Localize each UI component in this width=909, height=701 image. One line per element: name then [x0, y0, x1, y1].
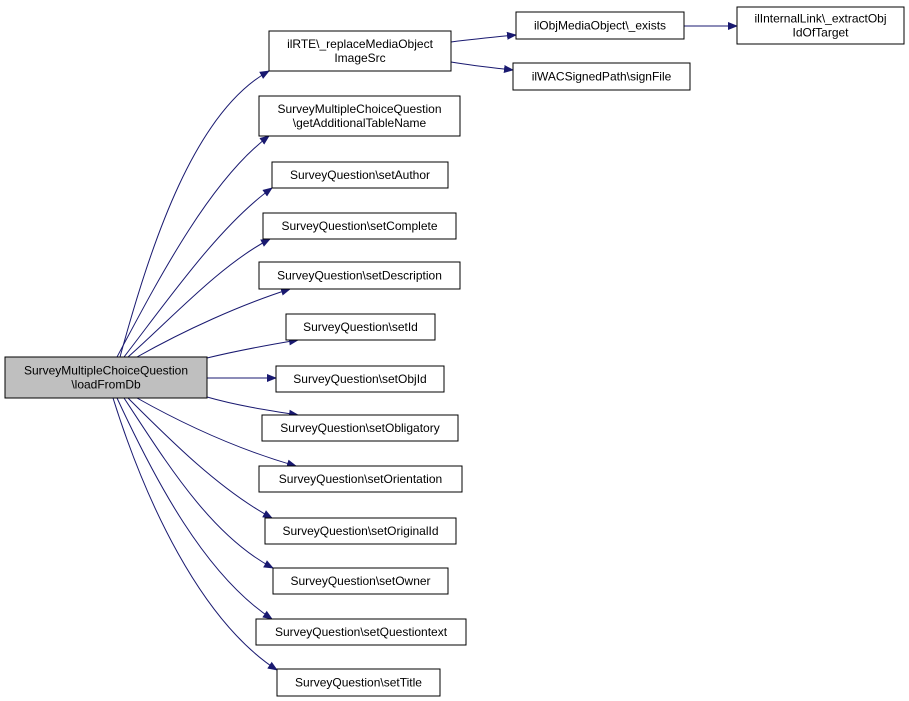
edge-root-to-setdesc	[136, 287, 291, 358]
node-box	[285, 313, 436, 341]
node-label: SurveyQuestion\setTitle	[295, 676, 422, 690]
edge-line	[116, 397, 273, 620]
node-label: SurveyQuestion\setQuestiontext	[275, 625, 448, 639]
node-setid[interactable]: SurveyQuestion\setId	[285, 313, 436, 341]
node-setoblig[interactable]: SurveyQuestion\setObligatory	[261, 414, 459, 442]
node-settitle[interactable]: SurveyQuestion\setTitle	[276, 668, 441, 697]
node-box	[255, 618, 467, 646]
edge-root-to-settitle	[112, 397, 278, 671]
edge-line	[123, 397, 274, 569]
node-label: ilInternalLink\_extractObj	[754, 12, 886, 26]
node-label: \getAdditionalTableName	[293, 116, 427, 130]
edge-line	[450, 31, 517, 43]
edge-layer	[112, 22, 738, 671]
node-box	[258, 95, 461, 137]
node-box	[4, 356, 208, 399]
node-box	[262, 212, 457, 240]
node-label: SurveyQuestion\setObligatory	[280, 421, 439, 435]
node-label: ilWACSignedPath\signFile	[532, 70, 672, 84]
node-signfile[interactable]: ilWACSignedPath\signFile	[512, 62, 691, 91]
edge-replace-to-mobexists	[450, 31, 517, 43]
node-setobjid[interactable]: SurveyQuestion\setObjId	[275, 365, 445, 393]
node-box	[275, 365, 445, 393]
edge-line	[136, 287, 291, 358]
edge-line	[127, 238, 271, 358]
node-setqtext[interactable]: SurveyQuestion\setQuestiontext	[255, 618, 467, 646]
node-mobexists[interactable]: ilObjMediaObject\_exists	[515, 11, 685, 40]
node-label: SurveyQuestion\setDescription	[277, 269, 442, 283]
edge-root-to-replace	[119, 70, 270, 358]
node-label: ilObjMediaObject\_exists	[534, 19, 666, 33]
node-label: SurveyQuestion\setId	[303, 320, 418, 334]
node-box	[512, 62, 691, 91]
node-box	[261, 414, 459, 442]
node-box	[258, 465, 463, 493]
node-label: IdOfTarget	[792, 26, 849, 40]
node-layer: SurveyMultipleChoiceQuestion\loadFromDbi…	[4, 6, 905, 697]
node-label: SurveyQuestion\setComplete	[281, 219, 437, 233]
edge-root-to-setoblig	[206, 396, 299, 418]
edge-line	[112, 397, 278, 671]
edge-replace-to-signfile	[450, 61, 514, 73]
node-label: SurveyQuestion\setOwner	[290, 574, 430, 588]
node-label: SurveyQuestion\setOrientation	[279, 472, 442, 486]
edge-line	[206, 337, 299, 359]
node-setorient[interactable]: SurveyQuestion\setOrientation	[258, 465, 463, 493]
node-box	[268, 30, 452, 72]
node-label: SurveyMultipleChoiceQuestion	[277, 102, 441, 116]
node-label: ilRTE\_replaceMediaObject	[287, 37, 434, 51]
edge-root-to-setowner	[123, 397, 274, 569]
node-box	[272, 567, 449, 595]
node-setcomplete[interactable]: SurveyQuestion\setComplete	[262, 212, 457, 240]
edge-line	[127, 397, 273, 519]
node-label: ImageSrc	[334, 51, 385, 65]
node-box	[264, 517, 457, 545]
node-box	[271, 161, 449, 189]
node-label: SurveyQuestion\setObjId	[293, 372, 426, 386]
edge-root-to-setqtext	[116, 397, 273, 620]
edge-line	[136, 397, 297, 468]
node-label: SurveyQuestion\setOriginalId	[282, 524, 438, 538]
node-label: SurveyQuestion\setAuthor	[290, 168, 430, 182]
edge-line	[116, 135, 270, 358]
node-box	[736, 6, 905, 45]
edge-root-to-addtable	[116, 135, 270, 358]
node-box	[258, 261, 461, 290]
node-root[interactable]: SurveyMultipleChoiceQuestion\loadFromDb	[4, 356, 208, 399]
node-addtable[interactable]: SurveyMultipleChoiceQuestion\getAddition…	[258, 95, 461, 137]
edge-root-to-setauthor	[123, 187, 273, 358]
edge-root-to-setcomplete	[127, 238, 271, 358]
edge-root-to-setorient	[136, 397, 297, 468]
node-label: SurveyMultipleChoiceQuestion	[24, 364, 188, 378]
edge-line	[206, 396, 299, 418]
node-setdesc[interactable]: SurveyQuestion\setDescription	[258, 261, 461, 290]
edge-line	[450, 61, 514, 73]
node-setowner[interactable]: SurveyQuestion\setOwner	[272, 567, 449, 595]
node-label: \loadFromDb	[71, 378, 141, 392]
edge-root-to-setid	[206, 337, 299, 359]
edge-root-to-setorigid	[127, 397, 273, 519]
edge-line	[119, 70, 270, 358]
edge-line	[123, 187, 273, 358]
node-setorigid[interactable]: SurveyQuestion\setOriginalId	[264, 517, 457, 545]
node-setauthor[interactable]: SurveyQuestion\setAuthor	[271, 161, 449, 189]
node-box	[276, 668, 441, 697]
node-box	[515, 11, 685, 40]
